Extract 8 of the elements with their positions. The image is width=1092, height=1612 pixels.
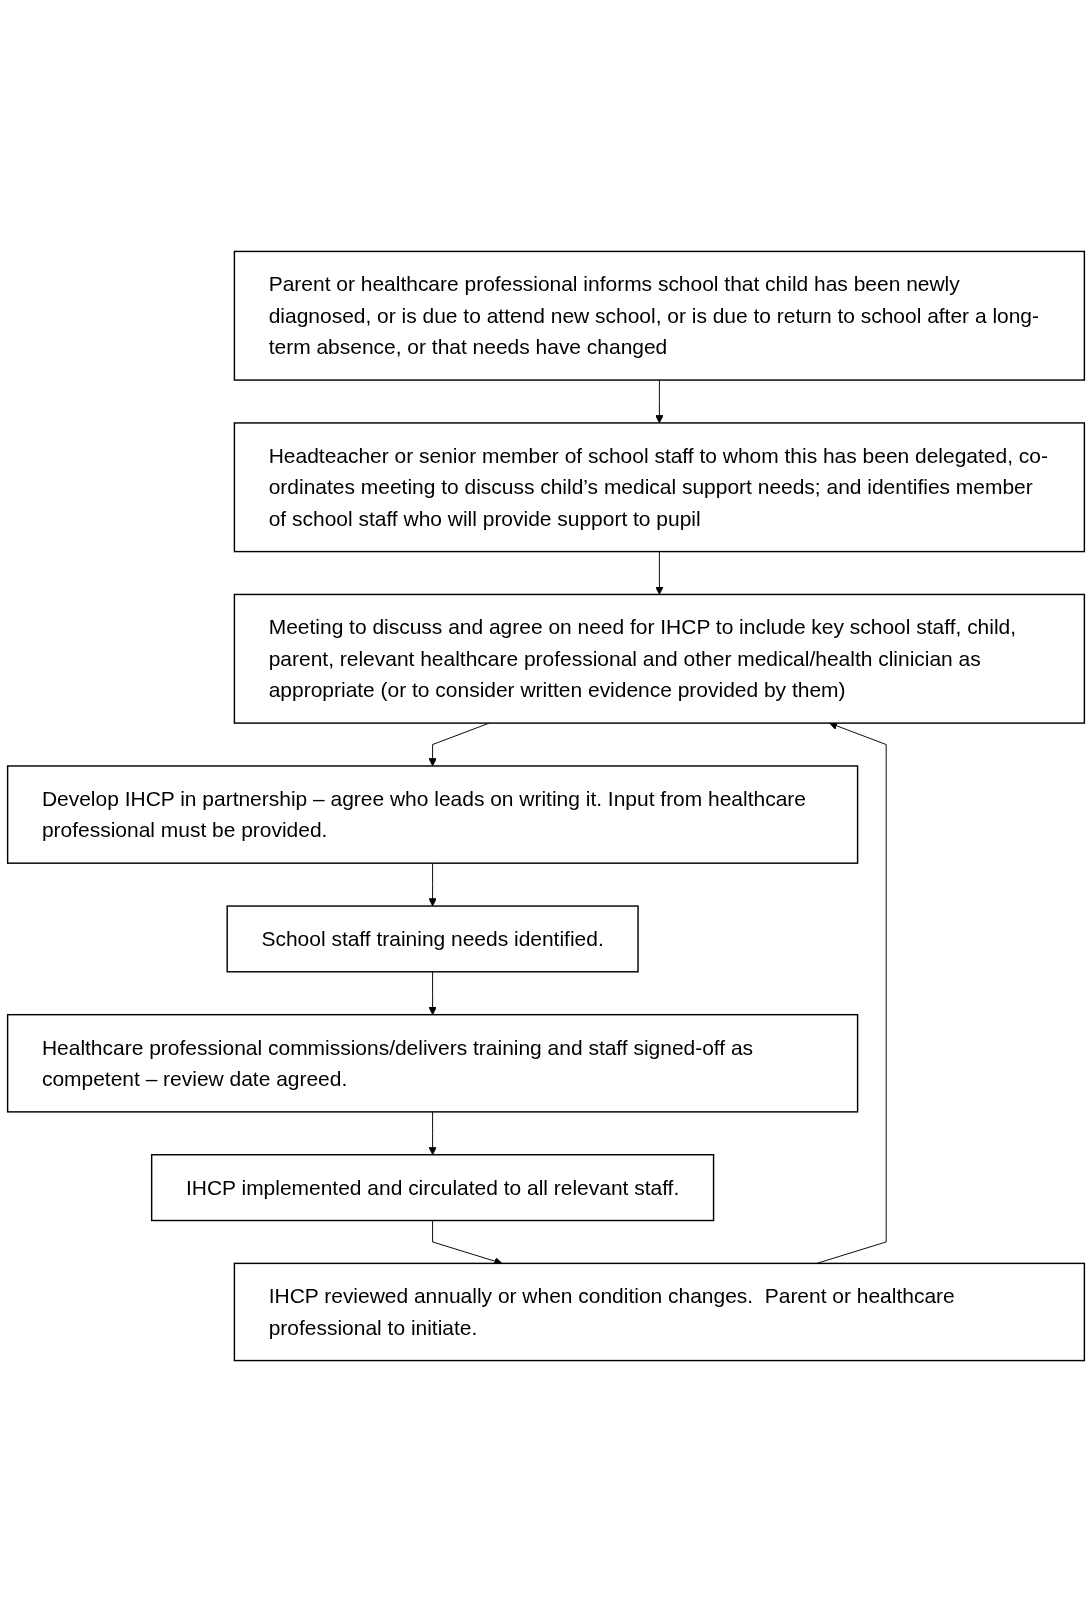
node-box: Meeting to discuss and agree on need for IHCP to include key school staff, child, parent, relevant healthcare professional and other medical/health clinician as appropriate (or to consider written evidence provided by them) (233, 593, 1086, 724)
node-box: IHCP reviewed annually or when condition changes. Parent or healthcare professional to initiate. (233, 1262, 1086, 1362)
node-box: IHCP implemented and circulated to all relevant staff. (150, 1154, 715, 1222)
node-box: Healthcare professional commissions/delivers training and staff signed-off as competent – review date agreed. (6, 1013, 859, 1113)
node-box: Parent or healthcare professional informs school that child has been newly diagnosed, or is due to attend new school, or is due to return to school after a long-term absence, or that needs have changed (233, 250, 1086, 381)
node-box: Develop IHCP in partnership – agree who leads on writing it. Input from healthcare professional must be provided. (6, 765, 859, 864)
node-box: School staff training needs identified. (226, 905, 639, 973)
node-box: Headteacher or senior member of school staff to whom this has been delegated, co-ordinates meeting to discuss child’s medical support needs; and identifies member of school staff who will provide support to pupil (233, 422, 1086, 553)
